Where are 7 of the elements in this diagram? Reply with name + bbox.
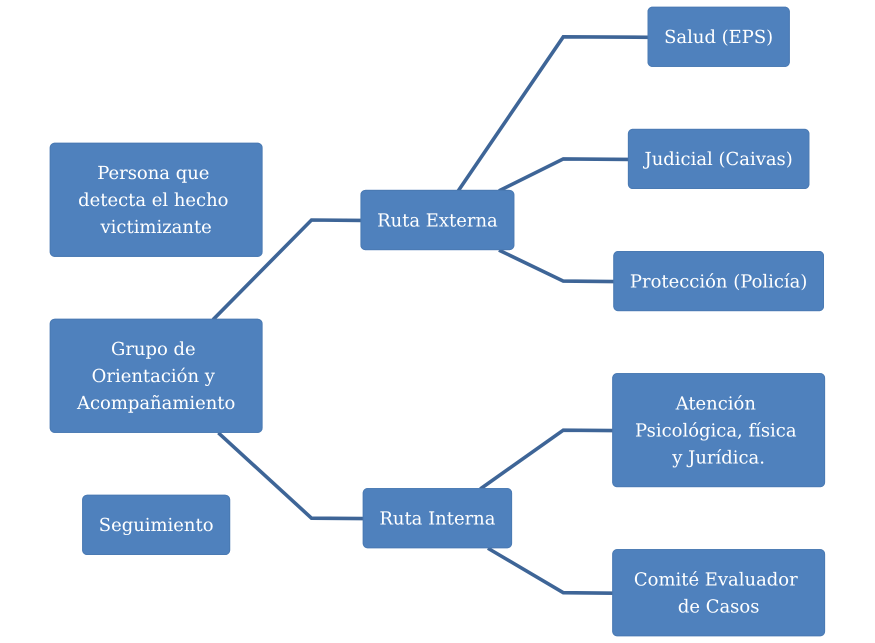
connector xyxy=(217,432,364,520)
connector xyxy=(212,218,362,321)
connector xyxy=(498,248,614,284)
connector xyxy=(456,35,649,192)
connector xyxy=(498,157,629,192)
connector xyxy=(487,546,614,595)
connector xyxy=(479,428,614,490)
